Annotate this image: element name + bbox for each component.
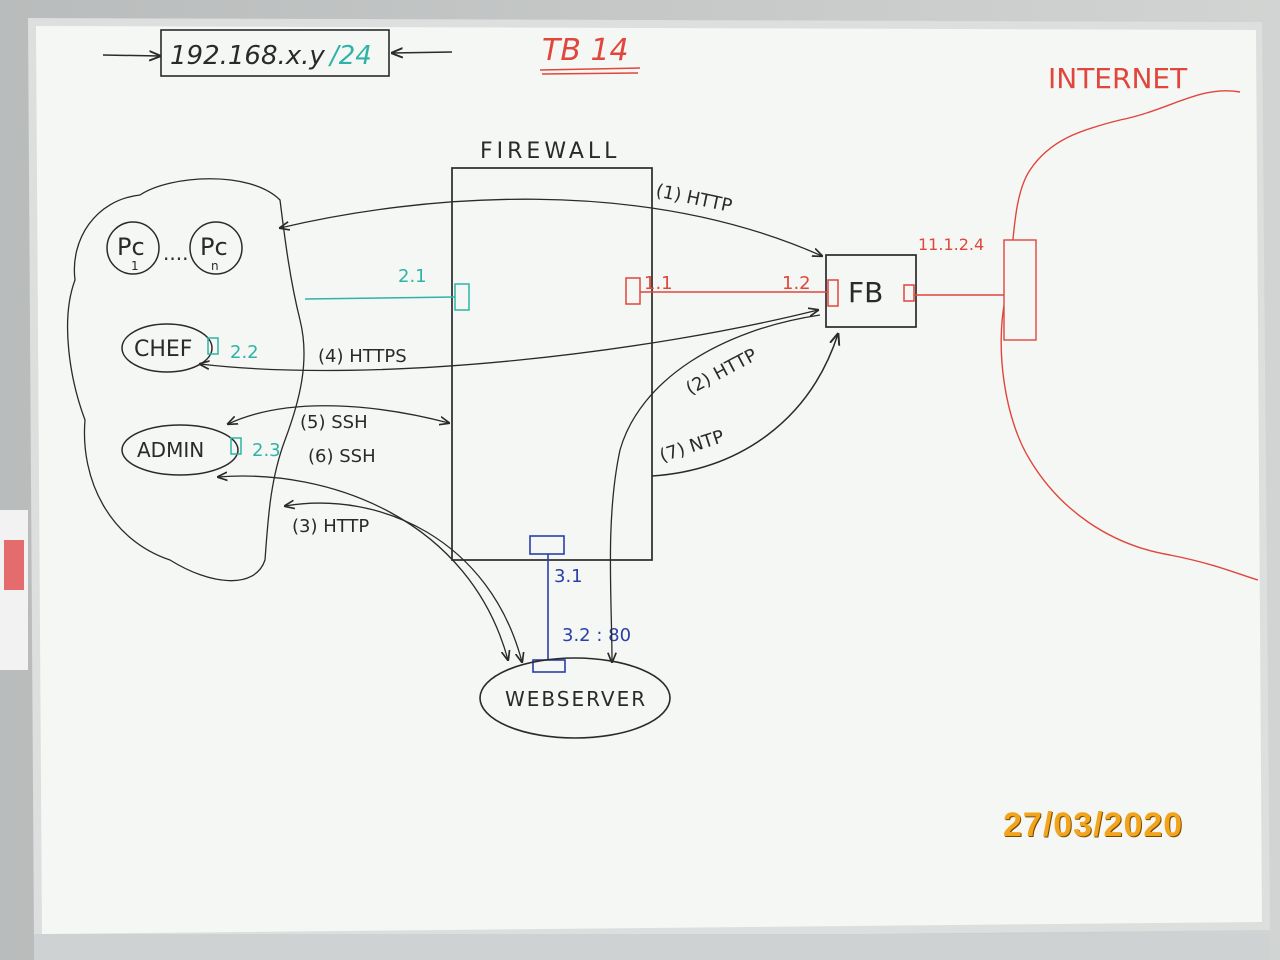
fb-box [825,254,917,328]
fb-port-wan [903,284,915,302]
arrow-to-subnet-left [102,55,160,56]
firewall-port-1-1 [625,277,641,305]
firewall-port-3-1 [529,535,565,555]
flow-5-arrow [228,405,449,424]
date-stamp: 27/03/2020 [1003,806,1184,844]
pc-n-index: n [211,259,219,273]
flow-1-arrow [280,198,822,256]
webserver-node [479,657,671,739]
internet-label: INTERNET [1048,62,1188,95]
pc-1-index: 1 [131,259,139,273]
iface-1-2-label: 1.2 [782,273,811,294]
pc-ellipsis: .... [163,241,188,265]
subnet-prefix: /24 [328,41,372,71]
chef-iface: 2.2 [230,342,259,363]
admin-node [121,424,239,476]
board-surface [36,26,1262,934]
pc-n-circle [189,221,243,275]
pc-n-label: Pc [200,233,228,261]
flow-4-arrow [200,310,818,372]
title-underline-2 [541,72,639,75]
fb-label: FB [848,276,883,309]
flow-6-arrow [218,476,508,660]
board-title: TB 14 [542,33,629,68]
iface-3-2-label: 3.2 : 80 [562,625,631,646]
flow-3-label: (3) HTTP [292,516,369,537]
flow-7-arrow [651,334,838,477]
wan-ip-label: 11.1.2.4 [918,235,984,254]
fb-port-1-2 [827,279,839,307]
admin-iface: 2.3 [252,440,281,461]
pc-1-label: Pc [117,233,145,261]
flow-6-label: (6) SSH [308,446,376,467]
flow-4-label: (4) HTTPS [318,346,407,367]
subnet-label-group: 192.168.x.y /24 [102,29,453,77]
pc-1-circle [106,221,160,275]
webserver-label: WEBSERVER [505,687,647,711]
subnet-text: 192.168.x.y [170,41,325,71]
admin-label: ADMIN [137,438,204,462]
title-underline-1 [539,67,641,71]
iface-3-1-label: 3.1 [554,566,583,587]
internet-port [1003,239,1037,341]
chef-label: CHEF [134,337,192,362]
flow-5-label: (5) SSH [300,412,368,433]
board-tray [34,934,1270,960]
subnet-box [160,29,390,77]
paper-note-red-stripe [4,540,24,590]
firewall-label: FIREWALL [480,139,620,164]
iface-1-1-label: 1.1 [644,273,673,294]
admin-port [230,437,242,455]
arrow-to-subnet-right [392,52,453,53]
iface-2-1-label: 2.1 [398,266,427,287]
link-lan-firewall [304,296,456,300]
